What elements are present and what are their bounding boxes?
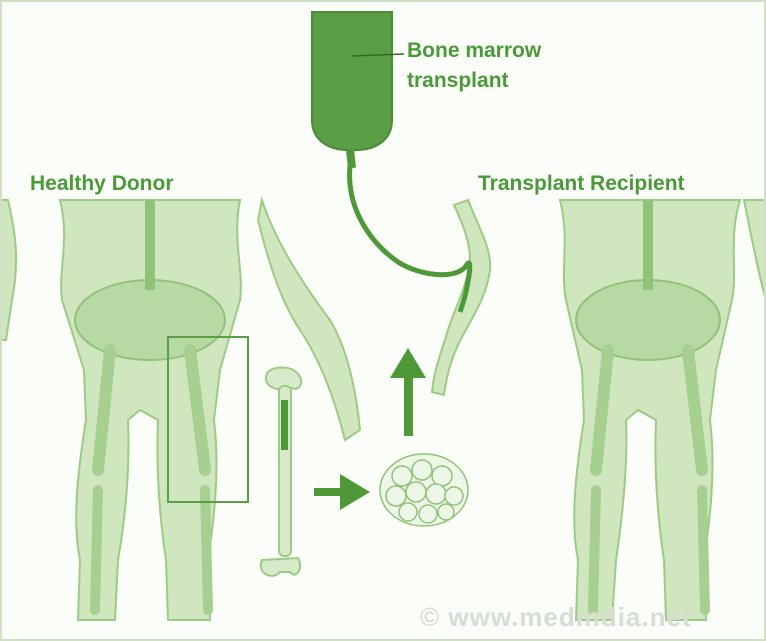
arrow-right: [314, 474, 370, 510]
recipient-arm: [432, 200, 490, 395]
recipient-figure: [560, 200, 766, 620]
iv-tube: [350, 166, 470, 312]
watermark: © www.medindia.net: [420, 602, 692, 633]
arrow-up: [390, 348, 426, 436]
bag-label-line2: transplant: [407, 66, 541, 96]
donor-label: Healthy Donor: [30, 172, 174, 196]
donor-right-tibia: [205, 490, 208, 610]
extracted-bone: [261, 368, 301, 576]
donor-left-arm: [0, 200, 16, 340]
donor-figure: [0, 200, 360, 620]
bone-marrow-transplant-label: Bone marrow transplant: [407, 36, 541, 96]
bag-label-line1: Bone marrow: [407, 36, 541, 66]
stem-cell-cluster: [380, 454, 468, 526]
donor-pelvis: [75, 280, 225, 360]
bone-marrow-strip: [281, 400, 288, 450]
donor-left-tibia: [95, 490, 98, 610]
recipient-label: Transplant Recipient: [478, 172, 685, 196]
donor-right-arm: [258, 200, 360, 440]
